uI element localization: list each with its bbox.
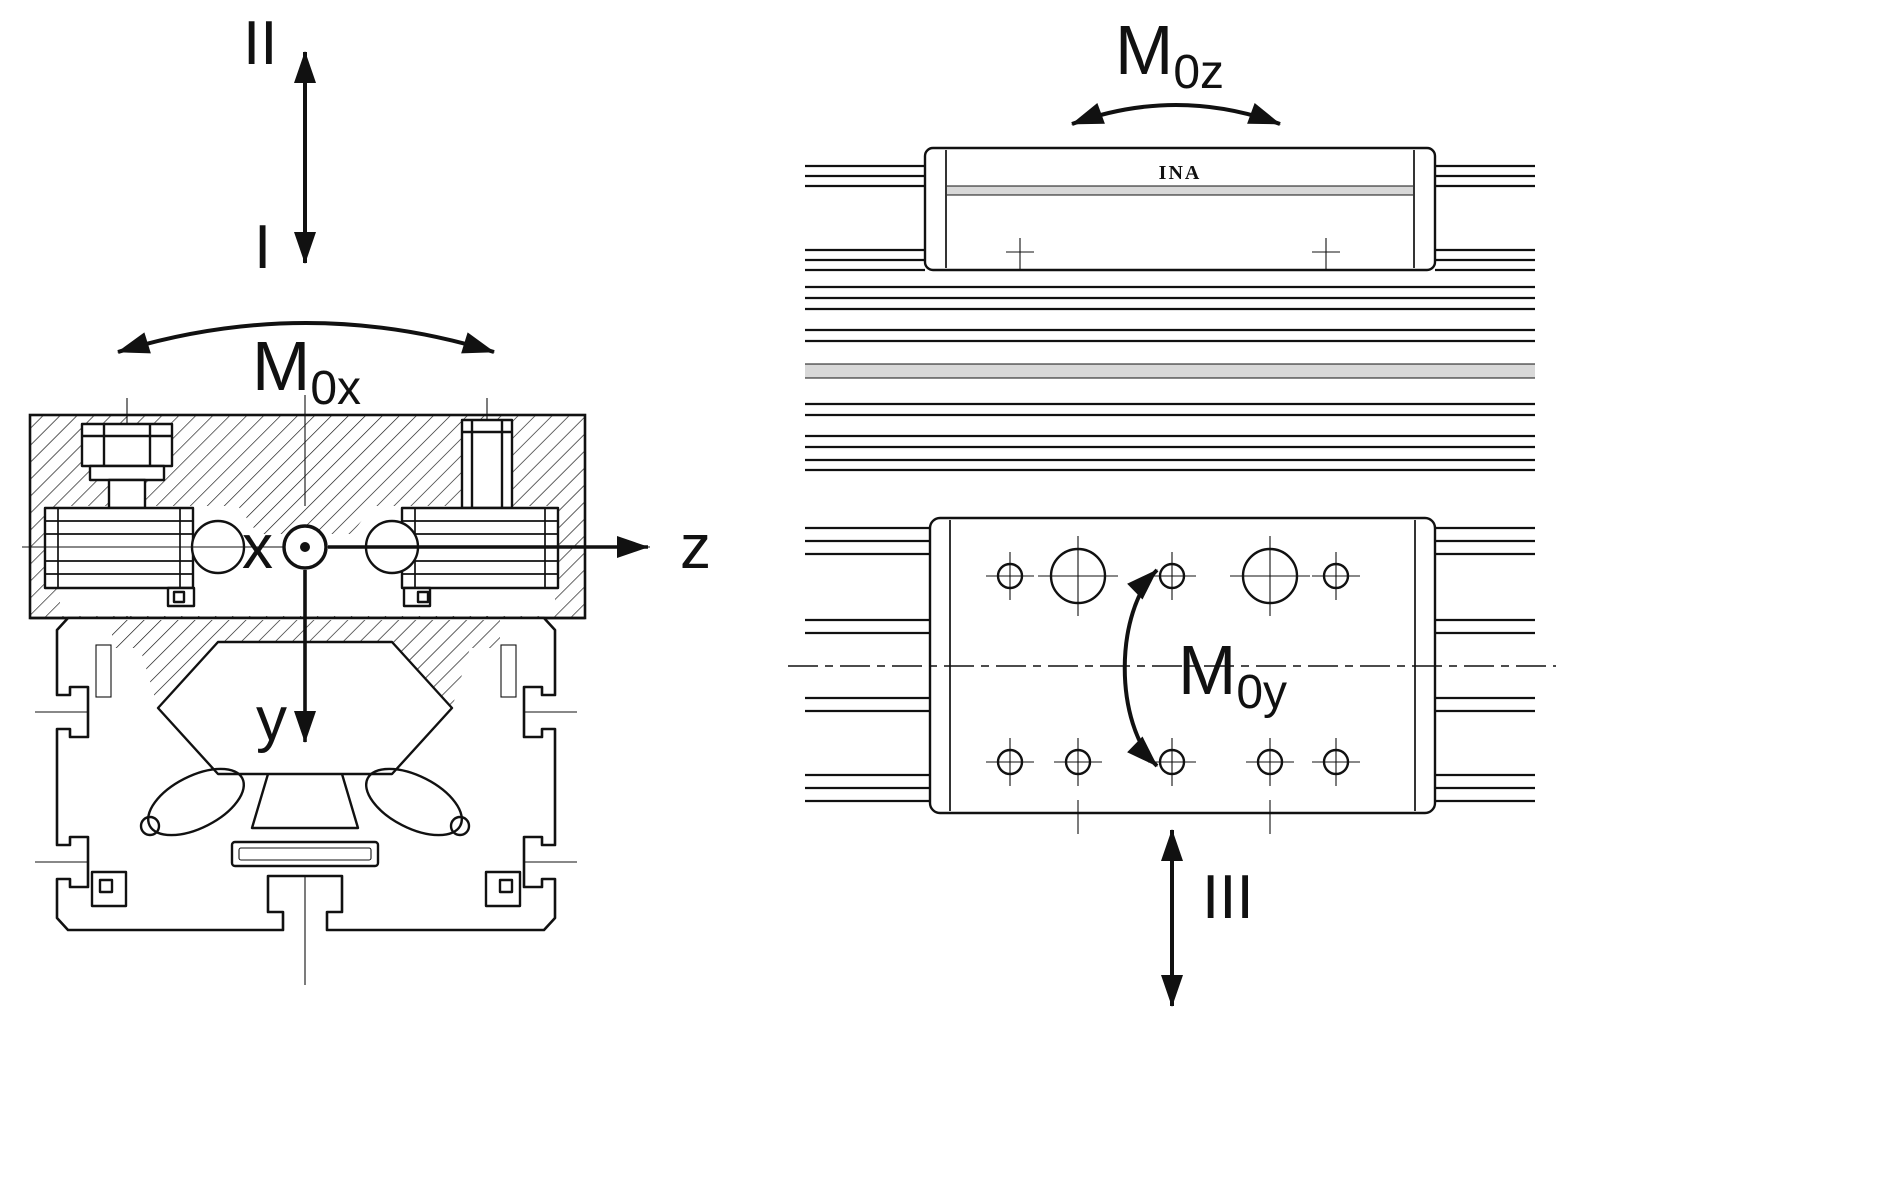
carriage-plan <box>928 516 1437 834</box>
profile-slot-bar-inner <box>238 847 372 861</box>
mounting-hole <box>986 552 1034 600</box>
rail-side-left <box>805 164 925 272</box>
profile-channel-left <box>95 644 112 698</box>
rail-plan-right <box>1435 526 1535 803</box>
profile-slot-bar <box>230 840 380 868</box>
moment-arc-m0y <box>1122 568 1159 768</box>
profile-bore-left <box>139 815 161 837</box>
lube-port-mark-left <box>1006 238 1034 270</box>
moment-m0x-main: M <box>252 327 310 405</box>
moment-arc-m0z <box>1071 103 1281 126</box>
label-moment-m0y: M0y <box>1178 631 1287 719</box>
rail-side-right <box>1435 164 1535 272</box>
fixing-pin-right <box>460 418 514 510</box>
ina-logo: INA <box>1159 162 1202 184</box>
mounting-hole <box>1054 738 1102 786</box>
mounting-hole-large <box>1038 536 1118 616</box>
profile-corner-bore-left <box>98 878 114 894</box>
mounting-hole <box>1312 552 1360 600</box>
extrusion-profile-section <box>55 616 557 932</box>
lube-port-mark-right <box>1312 238 1340 270</box>
profile-corner-pocket-left <box>90 870 128 908</box>
mounting-hole <box>1148 552 1196 600</box>
profile-bore-right <box>449 815 471 837</box>
label-axis-x: x <box>242 513 273 582</box>
profile-web-hatch <box>112 620 500 708</box>
moment-m0z-sub: 0z <box>1173 46 1224 99</box>
carriage-side: INA <box>923 146 1437 272</box>
plan-view: M0y III <box>788 516 1556 1007</box>
rail-gray-band <box>805 364 1535 378</box>
rail-profile-side <box>805 285 1535 472</box>
cross-section-view: x z y II I M0x <box>22 9 711 985</box>
coordinate-system: x z y <box>242 513 711 754</box>
roller-bearing-unit-left <box>43 506 195 590</box>
label-axis-z: z <box>680 513 711 582</box>
rail-plan-left <box>805 526 930 803</box>
moment-m0y-main: M <box>1178 631 1236 709</box>
profile-cavity-left <box>146 767 246 837</box>
profile-center-cavity <box>156 640 454 776</box>
mounting-hole <box>986 738 1034 786</box>
carriage-web-hatch <box>238 506 372 534</box>
label-moment-m0z: M0z <box>1115 11 1224 99</box>
label-axis-y: y <box>256 685 287 754</box>
profile-corner-bore-right <box>498 878 514 894</box>
moment-m0x-sub: 0x <box>310 362 361 415</box>
moment-m0z-main: M <box>1115 11 1173 89</box>
label-load-I: I <box>254 213 271 282</box>
seal-block-right <box>402 586 432 608</box>
moment-m0y-sub: 0y <box>1236 666 1287 719</box>
carriage-side-groove <box>947 186 1413 195</box>
profile-cavity-right <box>364 767 464 837</box>
seal-block-left <box>166 586 196 608</box>
label-moment-m0x: M0x <box>252 327 361 415</box>
side-view: INA M0z <box>805 11 1535 272</box>
mounting-hole <box>1312 738 1360 786</box>
moment-arc-m0x <box>117 321 495 354</box>
axis-x-dot <box>300 542 310 552</box>
fixing-screw-left <box>80 422 174 510</box>
label-load-II: II <box>243 9 277 78</box>
label-load-III: III <box>1202 863 1254 932</box>
profile-corner-pocket-right <box>484 870 522 908</box>
mounting-hole <box>1148 738 1196 786</box>
mounting-hole-large <box>1230 536 1310 616</box>
mounting-hole <box>1246 738 1294 786</box>
carriage-cross-section <box>28 413 587 620</box>
profile-funnel <box>250 773 360 830</box>
profile-channel-right <box>500 644 517 698</box>
